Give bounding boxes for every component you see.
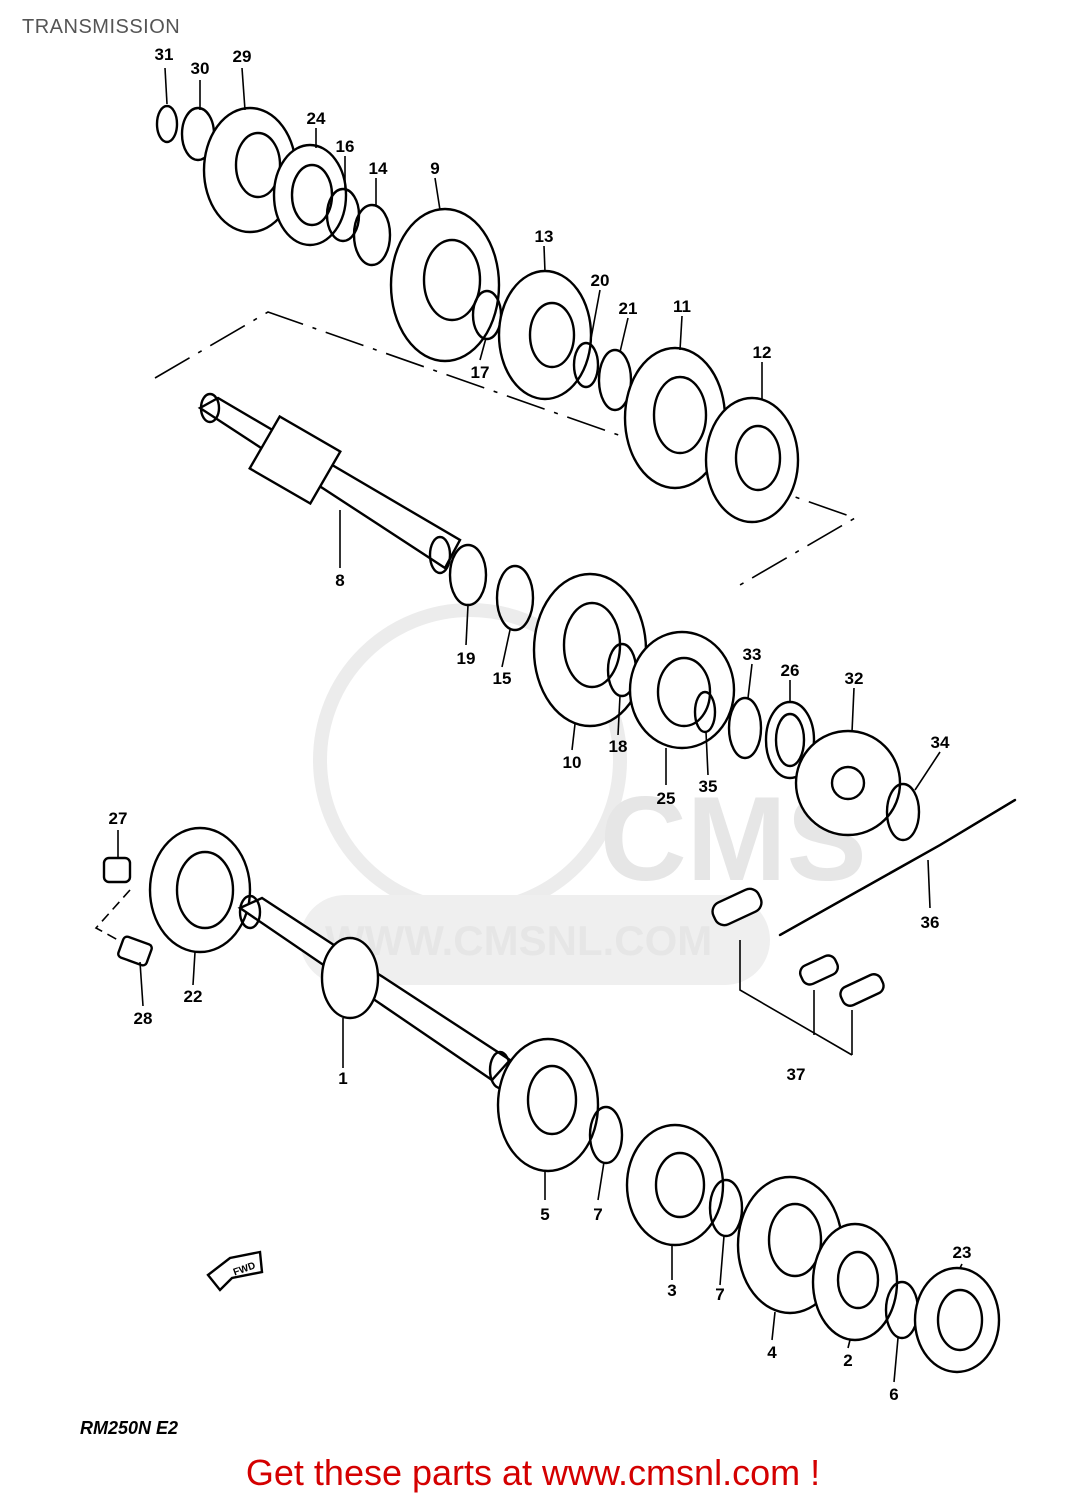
part-label-7a: 7 [593, 1205, 602, 1224]
part-label-20: 20 [591, 271, 610, 290]
part-label-24: 24 [307, 109, 326, 128]
part-label-25: 25 [657, 789, 676, 808]
part-label-28: 28 [134, 1009, 153, 1028]
part-label-7b: 7 [715, 1285, 724, 1304]
part-label-4: 4 [767, 1343, 777, 1362]
part-label-32: 32 [845, 669, 864, 688]
part-label-16: 16 [336, 137, 355, 156]
mainshaft-parts [94, 826, 1001, 1374]
part-label-37: 37 [787, 1065, 806, 1084]
part-label-12: 12 [753, 343, 772, 362]
part-label-21: 21 [619, 299, 638, 318]
part-label-17: 17 [471, 363, 490, 382]
part-label-2: 2 [843, 1351, 852, 1370]
countershaft-parts [155, 104, 1017, 1056]
watermark-url: WWW.CMSNL.COM [325, 917, 712, 964]
part-label-23: 23 [953, 1243, 972, 1262]
part-label-27: 27 [109, 809, 128, 828]
part-label-34: 34 [931, 733, 950, 752]
part-label-11: 11 [673, 297, 691, 316]
part-label-35: 35 [699, 777, 718, 796]
part-label-8: 8 [335, 571, 344, 590]
part-label-26: 26 [781, 661, 800, 680]
part-label-1: 1 [338, 1069, 347, 1088]
parts-link[interactable]: Get these parts at www.cmsnl.com ! [245, 1452, 821, 1493]
assembly-outline [154, 311, 857, 586]
watermark: CMS WWW.CMSNL.COM [300, 603, 867, 985]
part-label-22: 22 [184, 987, 203, 1006]
model-code: RM250N E2 [80, 1418, 179, 1438]
page-title: TRANSMISSION [22, 16, 181, 38]
part-label-36: 36 [921, 913, 940, 932]
part-label-5: 5 [540, 1205, 549, 1224]
part-label-33: 33 [743, 645, 762, 664]
part-label-13: 13 [535, 227, 554, 246]
part-label-3: 3 [667, 1281, 676, 1300]
leader-lines [117, 67, 963, 1383]
part-label-6: 6 [889, 1385, 898, 1404]
part-label-19: 19 [457, 649, 476, 668]
part-label-15: 15 [493, 669, 512, 688]
part-label-18: 18 [609, 737, 628, 756]
forward-arrow-icon: FWD [206, 1250, 264, 1292]
part-label-14: 14 [369, 159, 388, 178]
part-label-10: 10 [563, 753, 582, 772]
part-label-9: 9 [430, 159, 439, 178]
part-labels: 31 30 29 24 16 14 9 13 20 21 11 12 17 8 … [109, 45, 972, 1404]
part-label-30: 30 [191, 59, 210, 78]
part-label-29: 29 [233, 47, 252, 66]
part-label-31: 31 [155, 45, 174, 64]
